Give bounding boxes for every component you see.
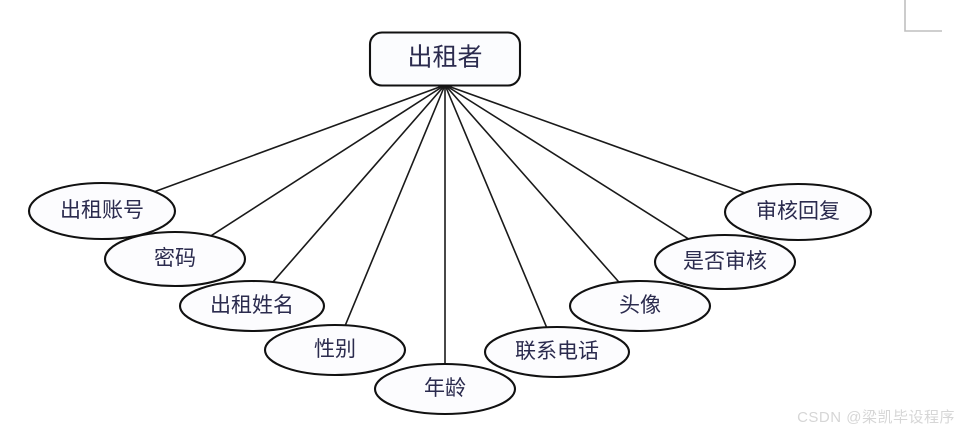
edge-entity-to-review-reply [444, 84, 746, 194]
edge-entity-to-password [210, 84, 446, 237]
entity-node[interactable]: 出租者 [368, 31, 522, 87]
attribute-node-avatar[interactable]: 头像 [568, 279, 712, 333]
attribute-shape-age [373, 362, 517, 416]
edge-entity-to-rental-account [153, 84, 446, 193]
attribute-label-review-reply: 审核回复 [756, 199, 840, 223]
attribute-shape-is-reviewed [653, 233, 797, 291]
attribute-node-rental-account[interactable]: 出租账号 [27, 181, 177, 241]
attribute-shape-review-reply [723, 182, 873, 242]
connector-edges-group [153, 84, 746, 365]
attribute-label-password: 密码 [154, 246, 196, 270]
attribute-node-gender[interactable]: 性别 [263, 323, 407, 377]
attribute-shape-avatar [568, 279, 712, 333]
attribute-label-avatar: 头像 [619, 293, 661, 317]
attribute-label-is-reviewed: 是否审核 [683, 249, 767, 273]
attribute-shape-password [103, 230, 247, 288]
page-corner-mark [904, 0, 942, 32]
edge-entity-to-avatar [444, 84, 620, 283]
edge-entity-to-gender [344, 84, 446, 327]
edge-entity-to-is-reviewed [444, 84, 690, 240]
attribute-label-age: 年龄 [424, 376, 466, 400]
attribute-node-age[interactable]: 年龄 [373, 362, 517, 416]
attribute-label-gender: 性别 [314, 337, 356, 361]
edge-entity-to-contact-phone [444, 84, 548, 329]
attribute-shape-rental-name [178, 279, 326, 333]
attribute-label-rental-account: 出租账号 [60, 198, 144, 222]
attribute-node-password[interactable]: 密码 [103, 230, 247, 288]
attribute-node-is-reviewed[interactable]: 是否审核 [653, 233, 797, 291]
attribute-label-rental-name: 出租姓名 [210, 293, 294, 317]
attribute-shape-gender [263, 323, 407, 377]
attribute-node-rental-name[interactable]: 出租姓名 [178, 279, 326, 333]
attribute-shape-contact-phone [483, 325, 631, 379]
attribute-node-review-reply[interactable]: 审核回复 [723, 182, 873, 242]
edge-entity-to-rental-name [272, 84, 446, 283]
entity-label: 出租者 [407, 44, 482, 72]
attribute-node-contact-phone[interactable]: 联系电话 [483, 325, 631, 379]
attribute-shape-rental-account [27, 181, 177, 241]
csdn-watermark: CSDN @梁凯毕设程序 [797, 409, 955, 426]
attribute-label-contact-phone: 联系电话 [515, 339, 599, 363]
entity-shape [368, 31, 522, 87]
corner-mark-path [904, 0, 942, 32]
